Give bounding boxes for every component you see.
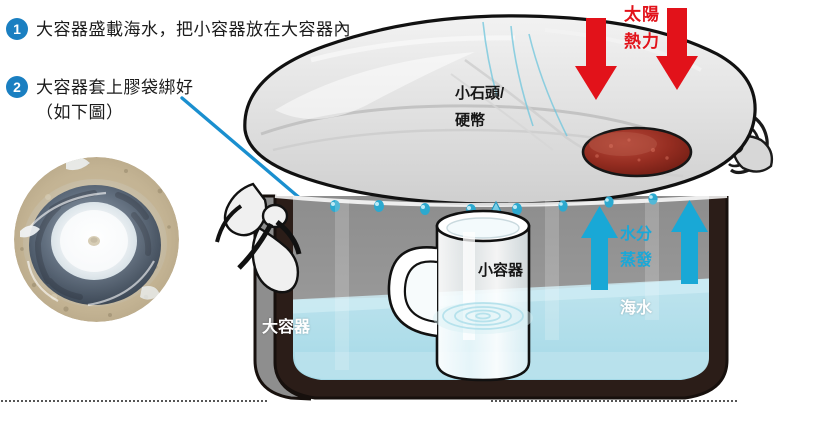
- step-1: 1 大容器盛載海水，把小容器放在大容器內: [6, 18, 351, 43]
- plastic-tie-knot: [215, 182, 302, 294]
- label-seawater: 海水: [620, 300, 653, 317]
- step-2: 2 大容器套上膠袋綁好 （如下圖）: [6, 76, 194, 125]
- label-evaporation-line1: 水分: [620, 226, 653, 243]
- pointer-line-icon: [180, 96, 304, 202]
- arrow-down-icon: [656, 8, 698, 90]
- step-2-subtext: （如下圖）: [36, 102, 124, 122]
- water-ripples: [442, 302, 524, 330]
- label-sun-heat-line2: 熱力: [624, 32, 660, 52]
- step-1-badge: 1: [6, 18, 28, 40]
- sun-heat-arrows: [575, 8, 698, 100]
- evaporation-arrows: [581, 200, 708, 290]
- label-small-container: 小容器: [478, 262, 524, 279]
- pot-back-shading: [335, 200, 659, 370]
- arrow-up-icon: [671, 200, 708, 284]
- label-sun-heat-line1: 太陽: [624, 5, 660, 24]
- label-big-container: 大容器: [262, 319, 311, 336]
- label-evaporation-line2: 蒸發: [620, 252, 653, 269]
- label-stone-line1: 小石頭/: [455, 85, 505, 102]
- condensation-streaks: [482, 21, 568, 137]
- covered-pot-photo: [14, 157, 179, 322]
- arrow-down-icon: [575, 18, 617, 100]
- label-sun-heat: 太陽 熱力: [624, 4, 660, 53]
- small-container-mug: [387, 209, 533, 382]
- dotted-rule-right: [490, 400, 738, 402]
- label-stone: 小石頭/ 硬幣: [455, 85, 504, 131]
- step-2-text: 大容器套上膠袋綁好: [36, 78, 194, 97]
- dotted-rule-left: [0, 400, 268, 402]
- step-1-text: 大容器盛載海水，把小容器放在大容器內: [36, 20, 351, 39]
- stone-on-cover: [581, 126, 693, 178]
- label-stone-line2: 硬幣: [455, 111, 486, 129]
- solar-still-diagram: [215, 8, 774, 401]
- arrow-up-icon: [581, 206, 618, 290]
- step-2-badge: 2: [6, 76, 28, 98]
- label-evaporation: 水分 蒸發: [620, 225, 652, 271]
- pot-outline: [273, 196, 729, 400]
